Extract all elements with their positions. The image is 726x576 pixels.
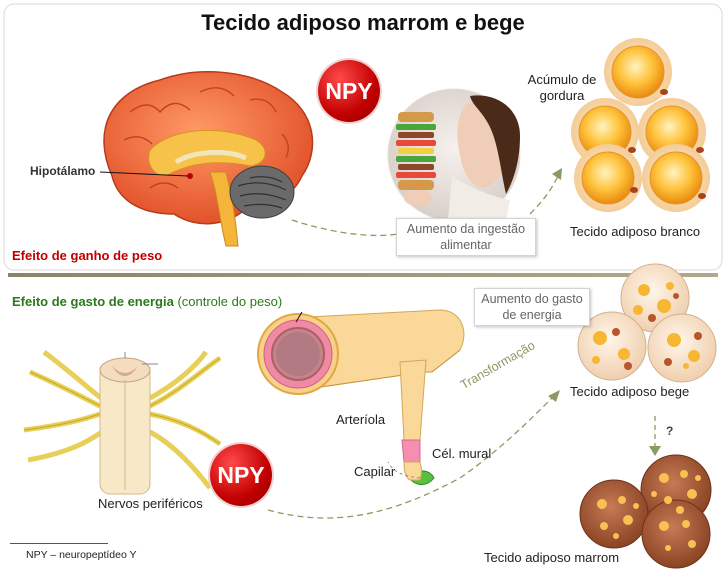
footnote-rule [10,543,108,544]
eating-photo [387,88,521,222]
white-adipose-tissue [571,38,710,212]
energy-effect-heading: Efeito de gasto de energia (controle do … [12,294,282,309]
energy-expenditure-box: Aumento do gasto de energia [474,288,590,326]
mural-cell-label: Cél. mural [432,446,492,461]
peripheral-nerves-label: Nervos periféricos [98,496,203,511]
diagram-title: Tecido adiposo marrom e bege [201,10,525,35]
energy-effect-note: (controle do peso) [177,294,283,309]
brain-illustration [99,71,314,247]
footnote: NPY – neuropeptídeo Y [26,549,137,561]
weight-gain-effect-label: Efeito de ganho de peso [12,248,163,263]
fat-accumulation-label: Acúmulo de gordura [527,72,597,103]
beige-adipose-tissue [577,263,717,383]
energy-effect-label: Efeito de gasto de energia [12,294,174,309]
beige-tissue-label: Tecido adiposo bege [570,384,690,399]
npy-badge-top: NPY [318,60,380,122]
uncertain-transition-mark: ? [666,424,674,438]
white-tissue-label: Tecido adiposo branco [570,224,701,239]
intake-to-white-arrow [529,175,559,215]
arteriole-label: Arteríola [336,412,386,427]
capillary-label: Capilar [354,464,396,479]
npy-badge-bottom: NPY [210,444,272,506]
spinal-cord-illustration [23,350,222,495]
food-intake-box: Aumento da ingestão alimentar [396,218,536,256]
section-divider [8,273,718,277]
brown-adipose-tissue [579,454,712,569]
arteriole-illustration [257,309,465,485]
hypothalamus-label: Hipotálamo [30,164,96,178]
npy-to-beige-arrow [267,397,553,519]
brown-tissue-label: Tecido adiposo marrom [484,550,620,565]
